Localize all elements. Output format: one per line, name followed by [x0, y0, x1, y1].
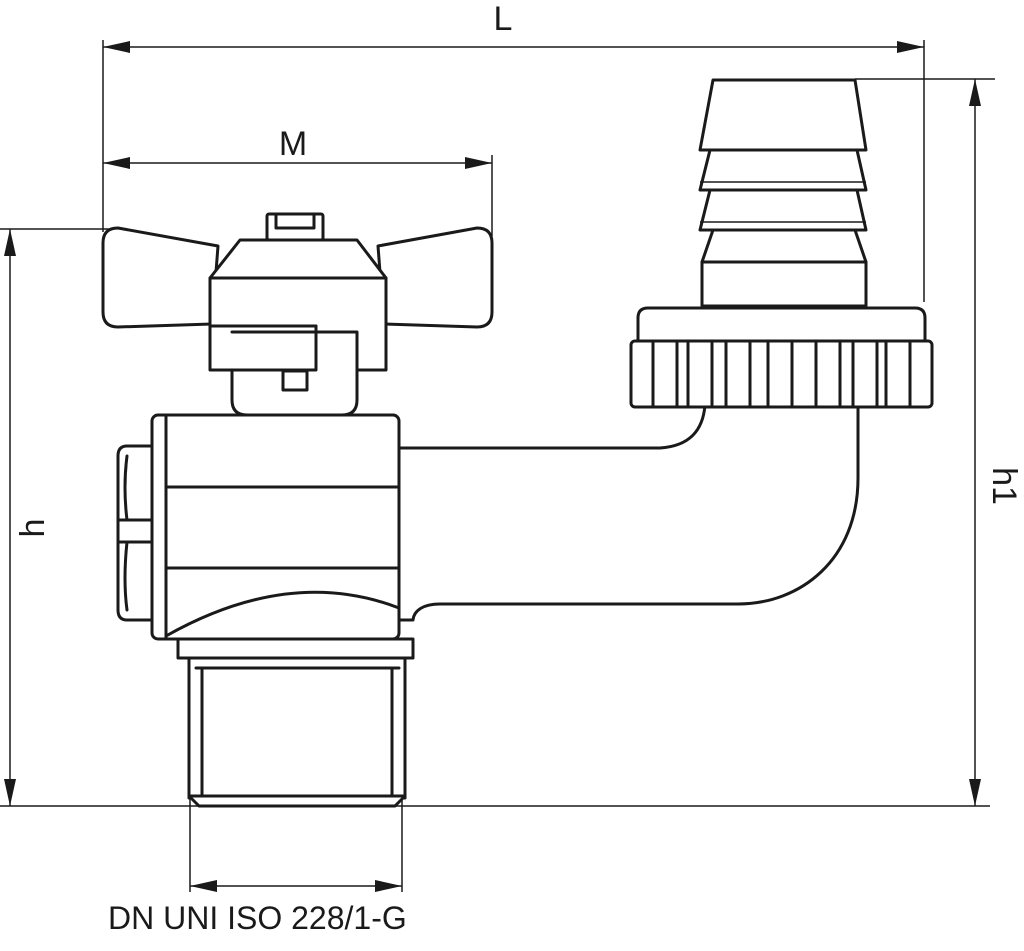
handle-left-wing: [101, 226, 220, 329]
handle-hub-top: [208, 238, 388, 280]
dimension-M: M: [103, 125, 493, 236]
valve-body: [150, 413, 401, 641]
handle-hub-front: [208, 324, 318, 372]
elbow-pipe: [396, 403, 860, 622]
union-nut: [629, 306, 934, 409]
dimension-M-label: M: [279, 125, 307, 163]
handle-right-wing: [376, 226, 494, 329]
thread-standard-caption: DN UNI ISO 228/1-G: [108, 900, 407, 936]
hose-barb: [698, 78, 868, 308]
dimension-h1: h1: [855, 78, 1023, 806]
bottom-thread: [176, 637, 415, 808]
dimension-h1-label: h1: [985, 467, 1023, 505]
dimension-thread: [189, 798, 403, 892]
butterfly-handle: [101, 212, 494, 372]
dimension-L-label: L: [494, 0, 513, 38]
side-nut: [116, 444, 155, 622]
dimension-L: L: [102, 0, 925, 302]
dimension-h: h: [0, 228, 990, 807]
dimension-h-label: h: [14, 519, 52, 538]
